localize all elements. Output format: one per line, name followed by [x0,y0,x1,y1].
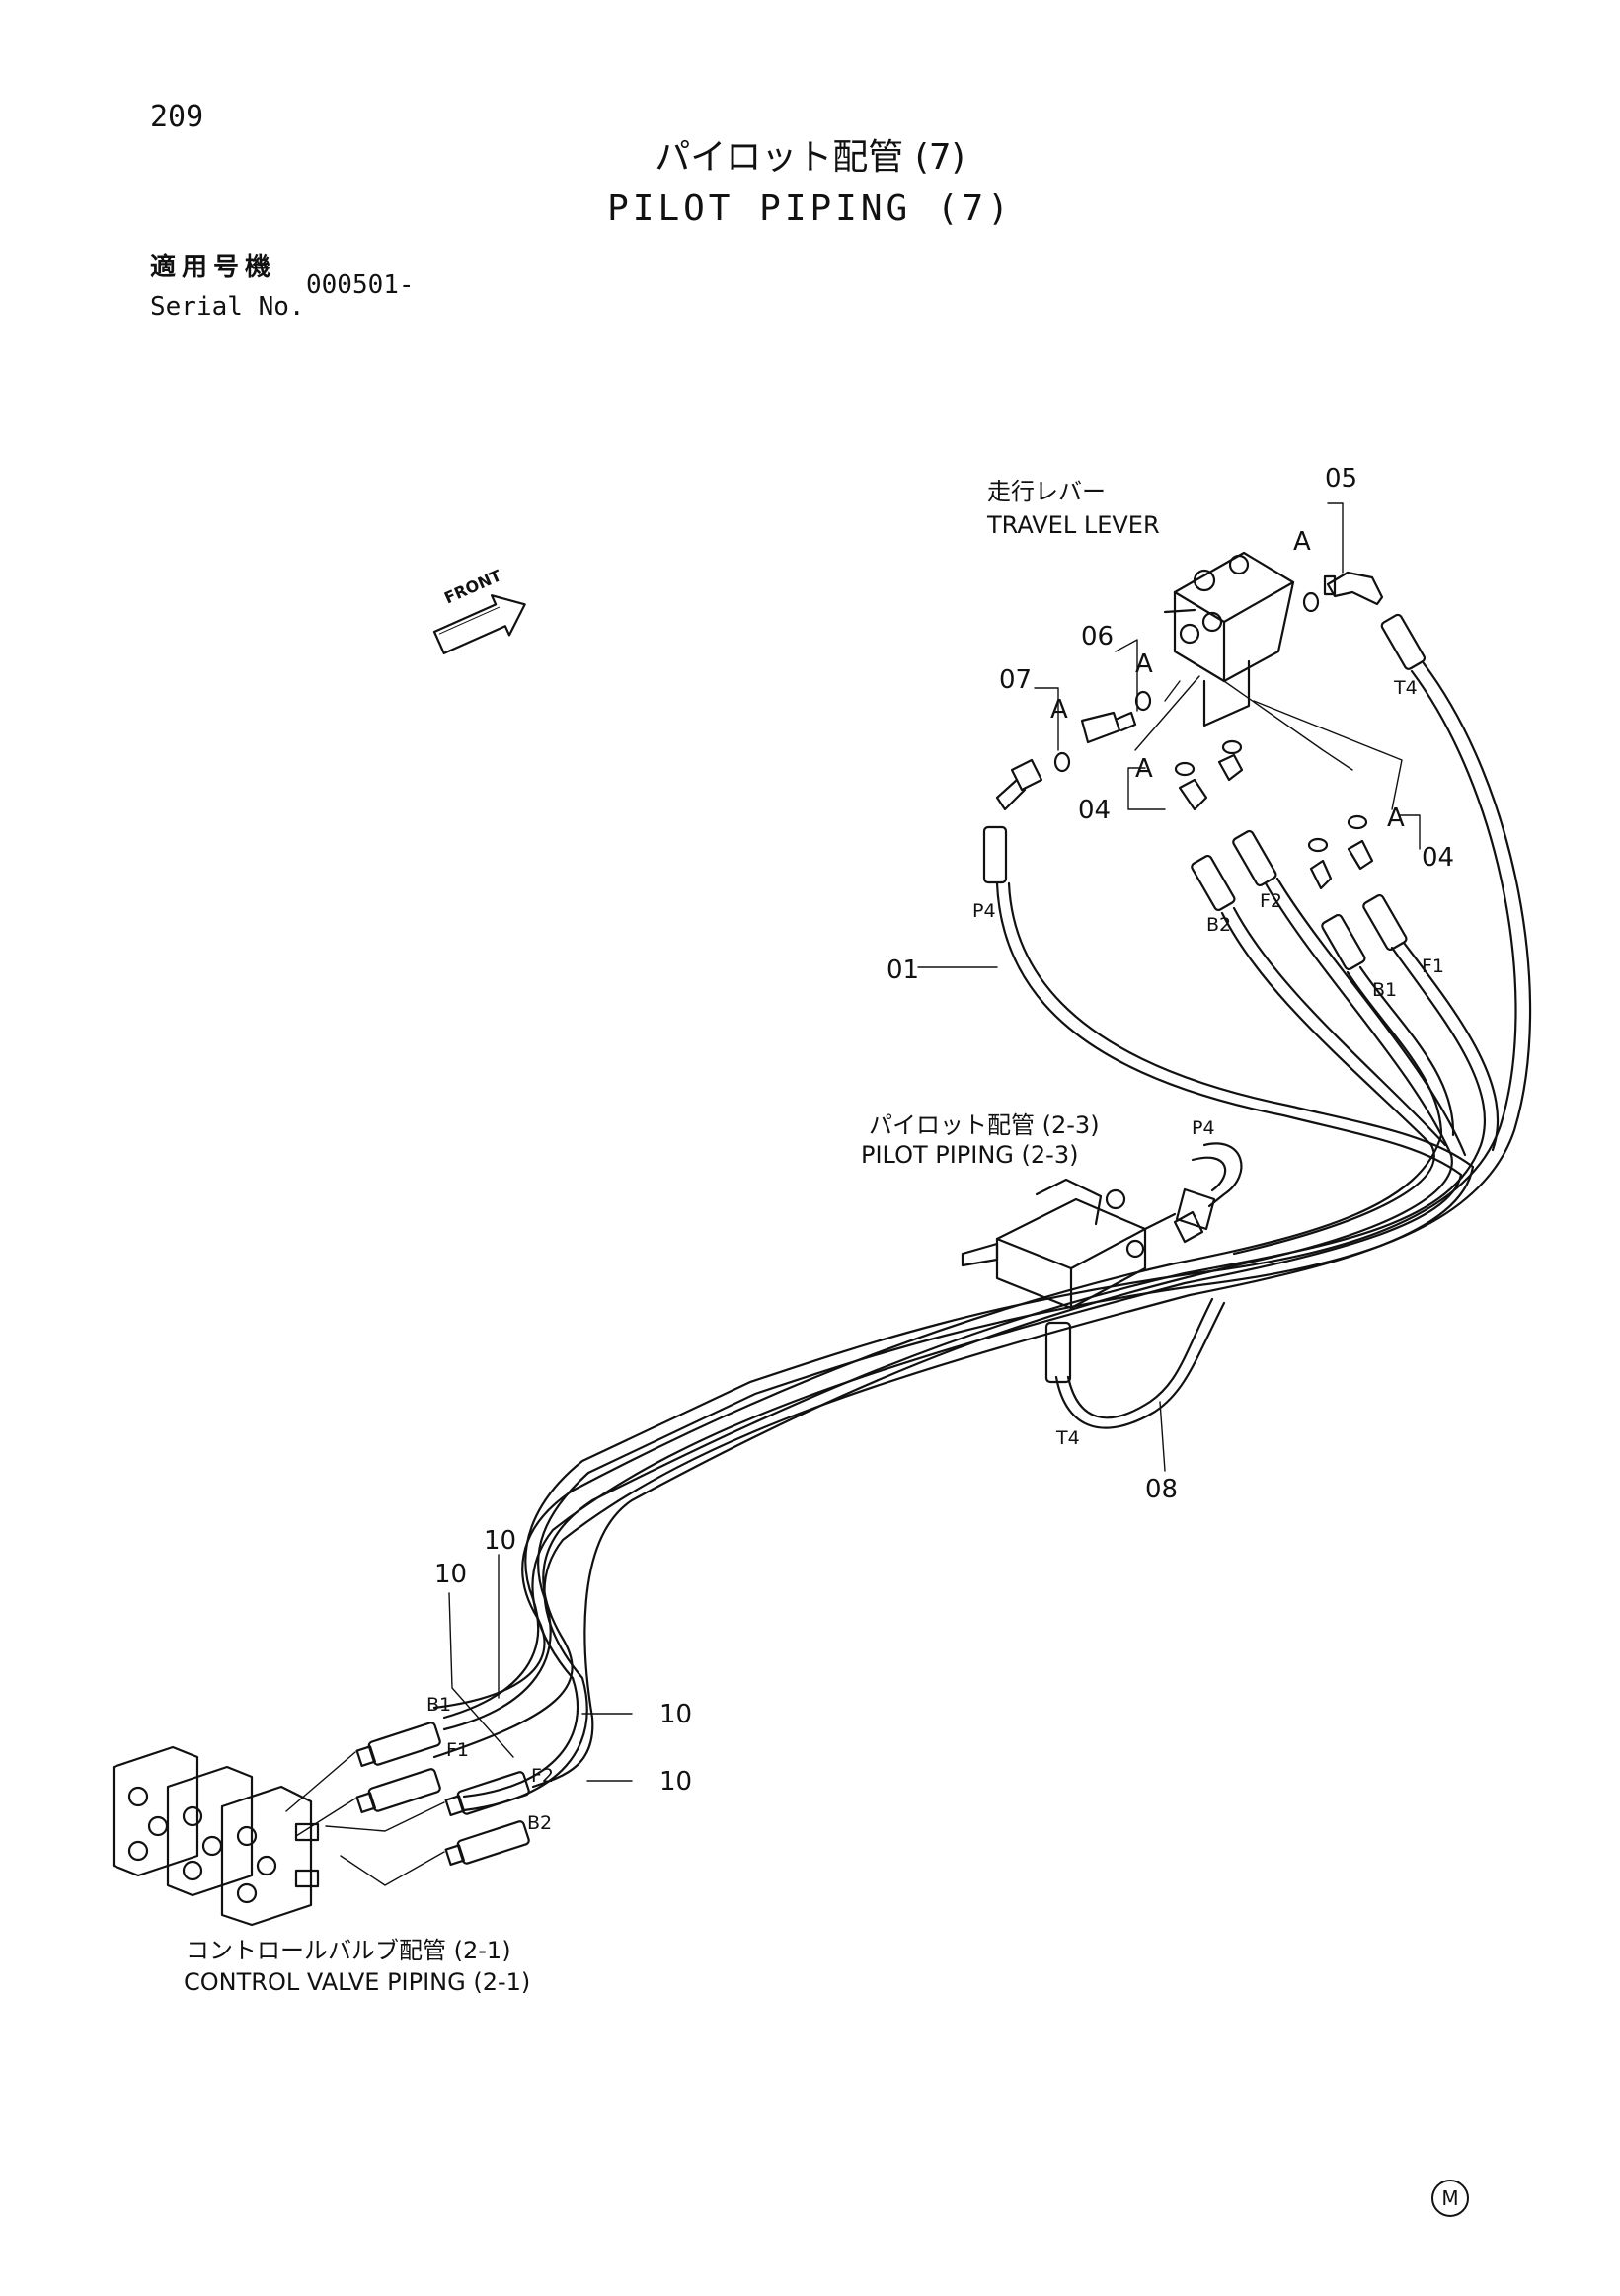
hose-end-f2-top [1232,829,1277,887]
page-number: 209 [150,100,204,134]
part-number-07: 07 [999,665,1033,695]
hose-end-f1-low [355,1768,441,1813]
adapter-fitting-06 [1080,711,1137,744]
part-number-04-right: 04 [1422,843,1455,873]
pilot-valve-block [961,1178,1177,1310]
part-number-10-d: 10 [659,1767,693,1797]
port-label-b2-low: B2 [527,1812,553,1834]
hose-08 [1054,1297,1226,1429]
travel-lever-valve [1163,551,1295,727]
port-label-f1-top: F1 [1422,956,1445,977]
control-valve-ref-jp: コントロールバルブ配管 (2-1) [186,1937,511,1964]
port-label-p4-mid: P4 [1192,1117,1215,1139]
elbow-fitting-05 [1323,571,1384,606]
port-label-b2-top: B2 [1206,914,1232,936]
port-label-f2-top: F2 [1260,890,1283,912]
page-title-jp: パイロット配管 (7) [655,137,965,178]
hose-end-f1-top [1362,893,1408,952]
detail-mark-a-4: A [1135,754,1153,784]
part-number-01: 01 [887,956,920,985]
port-label-f1-low: F1 [446,1739,470,1761]
control-valve-block [112,1745,320,1927]
hose-end-b2-low [444,1820,530,1866]
pilot-piping-ref-en: PILOT PIPING (2-3) [861,1141,1079,1169]
port-label-b1-top: B1 [1372,979,1398,1001]
port-label-p4-top: P4 [972,900,996,922]
hose-end-b1-low [355,1722,441,1767]
hose-t4 [442,661,1532,1731]
maker-mark: M [1431,2180,1469,2217]
hose-p4-mid [1173,1142,1243,1244]
part-number-08: 08 [1145,1475,1179,1504]
hose-end-p4-top [982,825,1008,884]
serial-label-en: Serial No. [150,292,305,322]
detail-mark-a-1: A [1293,527,1311,557]
serial-label-jp: 適用号機 [150,253,277,282]
hose-end-t4-top [1380,613,1427,670]
front-arrow-icon [432,594,526,655]
hose-f1 [432,941,1500,1759]
hose-end-b2-top [1191,854,1236,912]
port-label-f2-low: F2 [531,1765,555,1787]
hose-01 [462,881,1475,1812]
elbow-fitting-07 [995,758,1043,811]
pilot-piping-ref-jp: パイロット配管 (2-3) [869,1111,1100,1139]
control-valve-ref-en: CONTROL VALVE PIPING (2-1) [184,1968,531,1996]
hose-end-t4-mid [1044,1321,1072,1384]
page-title-en: PILOT PIPING (7) [607,189,1013,229]
port-label-t4-mid: T4 [1056,1427,1080,1449]
part-number-10-b: 10 [434,1560,468,1589]
part-number-10-a: 10 [484,1526,517,1556]
port-label-t4-top: T4 [1394,677,1418,699]
port-label-b1-low: B1 [426,1694,452,1716]
travel-lever-label-en: TRAVEL LEVER [987,511,1160,539]
hose-b2 [1220,906,1447,1256]
part-number-04-left: 04 [1078,796,1112,825]
serial-number: 000501- [306,270,415,300]
hose-end-b1-top [1321,913,1366,971]
tee-fittings-04 [1178,753,1374,890]
travel-lever-label-jp: 走行レバー [987,478,1106,505]
part-number-05: 05 [1325,464,1358,494]
detail-mark-a-2: A [1135,650,1153,679]
detail-mark-a-5: A [1387,804,1405,833]
part-number-06: 06 [1081,622,1115,651]
part-number-10-c: 10 [659,1700,693,1729]
hose-end-f2-low [444,1771,530,1816]
detail-mark-a-3: A [1050,695,1068,725]
hose-f2 [531,877,1467,1789]
